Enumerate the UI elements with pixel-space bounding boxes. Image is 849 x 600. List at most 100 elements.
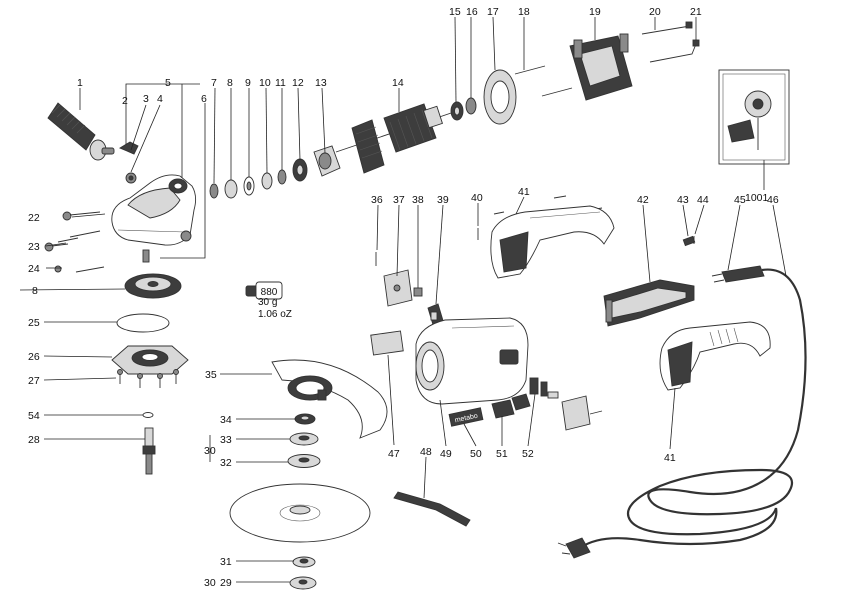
part-bearing-12 [292,158,308,182]
callout-1001: 1001 [745,192,769,204]
callout-51: 51 [496,448,508,460]
part-terminal-21 [692,39,700,47]
part-screw-18b [541,87,573,97]
callout-52: 52 [522,448,534,460]
part-circlip-11 [277,169,287,185]
callout-42: 42 [637,194,649,206]
grease-info: 880 30 g 1.06 oZ [258,287,292,320]
callout-23: 23 [28,241,40,253]
callout-2: 2 [122,95,128,107]
callout-22: 22 [28,212,40,224]
callout-30-lower: 30 [204,577,216,589]
callout-40: 40 [471,192,483,204]
part-ring-7 [209,183,219,199]
callout-11: 11 [275,77,286,89]
part-electronics [603,279,695,327]
callout-6: 6 [201,93,207,105]
part-power-cable [557,268,807,559]
part-wire-21 [649,43,697,63]
callout-13: 13 [315,77,327,89]
part-armature [335,103,461,174]
callout-20: 20 [649,6,661,18]
callout-35: 35 [205,369,217,381]
callout-17: 17 [487,6,499,18]
callout-36: 36 [371,194,383,206]
leader-lines [19,16,787,583]
part-38 [413,287,423,297]
part-screw-23 [44,230,101,252]
part-label-47 [370,330,404,356]
part-handle-half-top [490,205,615,279]
part-bearing-cover-13 [313,145,341,177]
callout-28: 28 [28,434,40,446]
callout-12: 12 [292,77,304,89]
part-screw-40d [493,211,505,215]
callout-44: 44 [697,194,709,206]
part-spanner [393,491,471,527]
part-terminal-20 [685,21,693,29]
part-33 [289,432,319,446]
part-screw-22 [62,211,101,221]
part-field-stator [569,33,633,101]
callout-54: 54 [28,410,40,422]
part-31 [292,556,316,568]
callout-8: 8 [227,77,233,89]
grease-tube [245,281,283,300]
callout-labels: 1 5 2 3 4 6 7 8 9 10 11 12 13 14 15 16 1… [28,6,779,589]
callout-16: 16 [466,6,478,18]
part-43 [682,235,696,247]
part-screw-24 [54,265,105,273]
grease-weight-g: 30 g [258,297,277,308]
part-fan-baffle [483,69,517,125]
part-washer-10 [261,172,273,190]
callout-26: 26 [28,351,40,363]
part-side-handle [47,102,115,161]
callout-8-lower: 8 [32,285,38,297]
part-grinding-disc [229,483,371,543]
callout-39: 39 [437,194,449,206]
part-29 [289,576,317,590]
part-34 [294,413,316,425]
part-small-gear [224,179,238,199]
part-52 [529,377,559,399]
callout-45: 45 [734,194,746,206]
callout-21: 21 [690,6,702,18]
part-51b [511,393,531,411]
part-spindle-lock [119,141,139,155]
part-pin [142,249,150,263]
part-cover-screw [589,410,603,415]
callout-18: 18 [518,6,530,18]
callout-43: 43 [677,194,689,206]
callout-1: 1 [77,77,83,89]
part-32 [287,454,321,468]
part-motor-housing [415,317,529,405]
callout-34: 34 [220,414,232,426]
part-54 [142,412,154,418]
callout-24: 24 [28,263,40,275]
part-large-gear [124,273,182,299]
callout-49: 49 [440,448,452,460]
callout-27: 27 [28,375,40,387]
callout-19: 19 [589,6,601,18]
callout-9: 9 [245,77,251,89]
callout-50: 50 [470,448,482,460]
part-nut [125,172,137,184]
part-washer-9 [243,176,255,196]
part-bearing-15 [450,101,464,121]
callout-48: 48 [420,446,432,458]
part-cable-end [711,265,765,283]
callout-47: 47 [388,448,400,460]
callout-10: 10 [259,77,271,89]
part-wheel-guard [271,359,388,439]
callout-31: 31 [220,556,232,568]
grease-weight-oz: 1.06 oZ [258,309,292,320]
part-ring-16 [465,97,477,115]
callout-33: 33 [220,434,232,446]
callout-38: 38 [412,194,424,206]
callout-5: 5 [165,77,171,89]
callout-30-upper: 30 [204,445,216,457]
part-cover-plate [561,395,591,431]
part-handle-half-bottom [659,321,771,391]
callout-29: 29 [220,577,232,589]
